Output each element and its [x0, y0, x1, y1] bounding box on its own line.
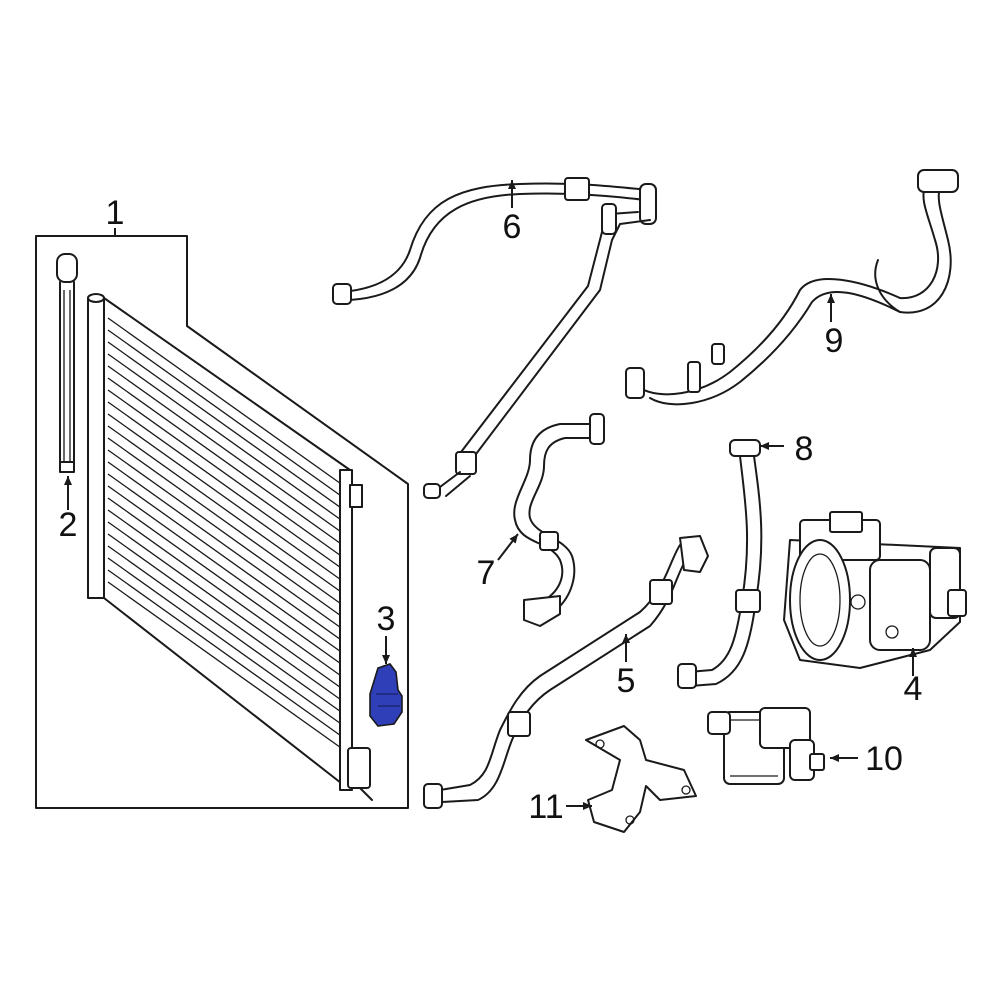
- callout-3: 3: [377, 600, 396, 638]
- hose-part-9[interactable]: [625, 169, 959, 406]
- callout-11: 11: [528, 788, 563, 826]
- callout-5: 5: [617, 662, 636, 700]
- callout-7: 7: [477, 554, 496, 592]
- callout-9: 9: [825, 322, 844, 360]
- callout-6: 6: [503, 208, 522, 246]
- callout-1: 1: [106, 194, 125, 232]
- condenser[interactable]: [87, 293, 373, 801]
- hose-part-6[interactable]: [332, 177, 657, 499]
- module-part-10[interactable]: [707, 707, 825, 785]
- callout-2: 2: [59, 506, 78, 544]
- hose-part-7[interactable]: [513, 413, 605, 627]
- bracket-part-11[interactable]: [585, 725, 697, 833]
- compressor[interactable]: [783, 511, 967, 669]
- hose-part-5[interactable]: [423, 535, 709, 809]
- leader-7: [497, 533, 519, 561]
- condenser-group-outline: [35, 235, 409, 809]
- part-3-sensor[interactable]: [369, 663, 403, 727]
- hose-part-8[interactable]: [677, 439, 763, 689]
- callout-8: 8: [795, 430, 814, 468]
- callout-10: 10: [865, 740, 903, 778]
- drier-cartridge[interactable]: [56, 253, 78, 473]
- callout-4: 4: [904, 670, 923, 708]
